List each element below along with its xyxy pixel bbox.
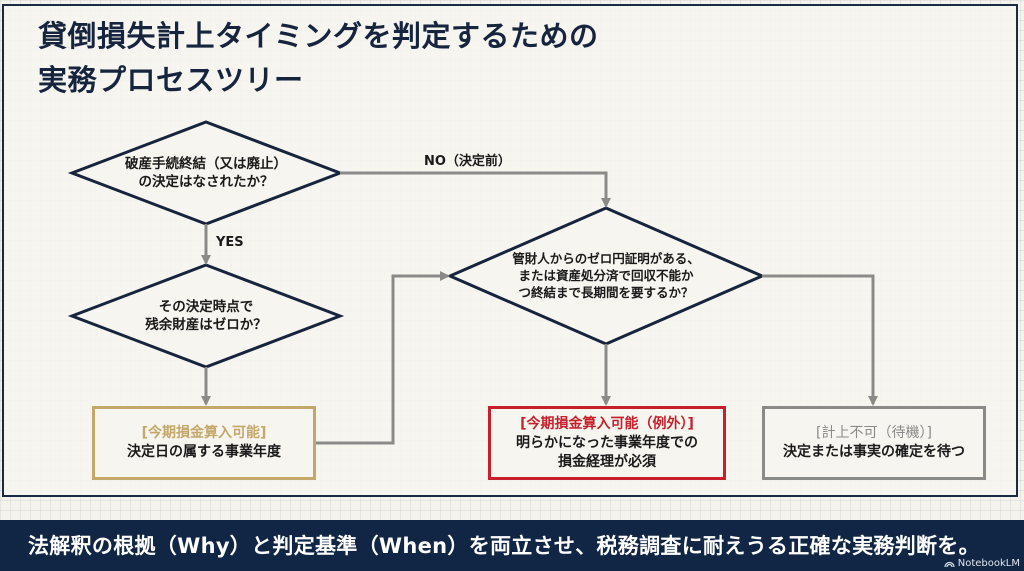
decision-1-line-1: 破産手続終結（又は廃止） xyxy=(125,156,287,172)
flowchart-connectors xyxy=(67,120,878,445)
edge-q1-no xyxy=(340,171,611,208)
brand-watermark: NotebookLM xyxy=(944,558,1020,569)
notebooklm-logo-icon xyxy=(944,561,955,568)
footer-banner: 法解釈の根拠（Why）と判定基準（When）を両立させ、税務調査に耐えうる正確な… xyxy=(0,520,1024,571)
edge-q2-no xyxy=(316,271,450,445)
result-2-line-1: 明らかになった事業年度での xyxy=(516,434,698,451)
result-2-line-2: 損金経理が必須 xyxy=(558,453,656,470)
title-line-1: 貸倒損失計上タイミングを判定するための xyxy=(38,19,599,53)
decision-3-line-3: つ終結まで長期間を要するか？ xyxy=(518,285,694,300)
decision-1-text: 破産手続終結（又は廃止） の決定はなされたか？ xyxy=(72,155,340,191)
result-box-exception: [今期損金算入可能（例外）] 明らかになった事業年度での 損金経理が必須 xyxy=(488,406,726,480)
page-title: 貸倒損失計上タイミングを判定するための 実務プロセスツリー xyxy=(38,14,599,102)
decision-1-line-2: の決定はなされたか？ xyxy=(138,174,274,190)
decision-2-line-2: 残余財産はゼロか？ xyxy=(145,317,267,333)
result-1-tag: [今期損金算入可能] xyxy=(141,425,267,441)
decision-3-text: 管財人からのゼロ円証明がある、 または資産処分済で回収不能か つ終結まで長期間を… xyxy=(450,250,762,301)
result-1-text: 決定日の属する事業年度 xyxy=(127,444,281,460)
result-box-deductible: [今期損金算入可能] 決定日の属する事業年度 xyxy=(92,406,316,480)
decision-3-line-1: 管財人からのゼロ円証明がある、 xyxy=(512,251,700,266)
decision-2-line-1: その決定時点で xyxy=(158,299,254,315)
brand-name: NotebookLM xyxy=(957,558,1020,569)
result-3-text: 決定または事実の確定を待つ xyxy=(783,444,965,460)
edge-q3-no xyxy=(762,274,878,406)
yes-label: YES xyxy=(216,235,244,250)
no-label: NO（決定前） xyxy=(424,154,511,169)
title-line-2: 実務プロセスツリー xyxy=(38,63,304,97)
result-2-tag: [今期損金算入可能（例外）] xyxy=(520,415,694,432)
result-3-tag: [計上不可（待機）] xyxy=(816,425,932,441)
decision-3-line-2: または資産処分済で回収不能か xyxy=(518,268,694,283)
result-box-not-allowed: [計上不可（待機）] 決定または事実の確定を待つ xyxy=(762,406,986,480)
footer-text: 法解釈の根拠（Why）と判定基準（When）を両立させ、税務調査に耐えうる正確な… xyxy=(28,534,980,558)
decision-2-text: その決定時点で 残余財産はゼロか？ xyxy=(72,298,340,334)
